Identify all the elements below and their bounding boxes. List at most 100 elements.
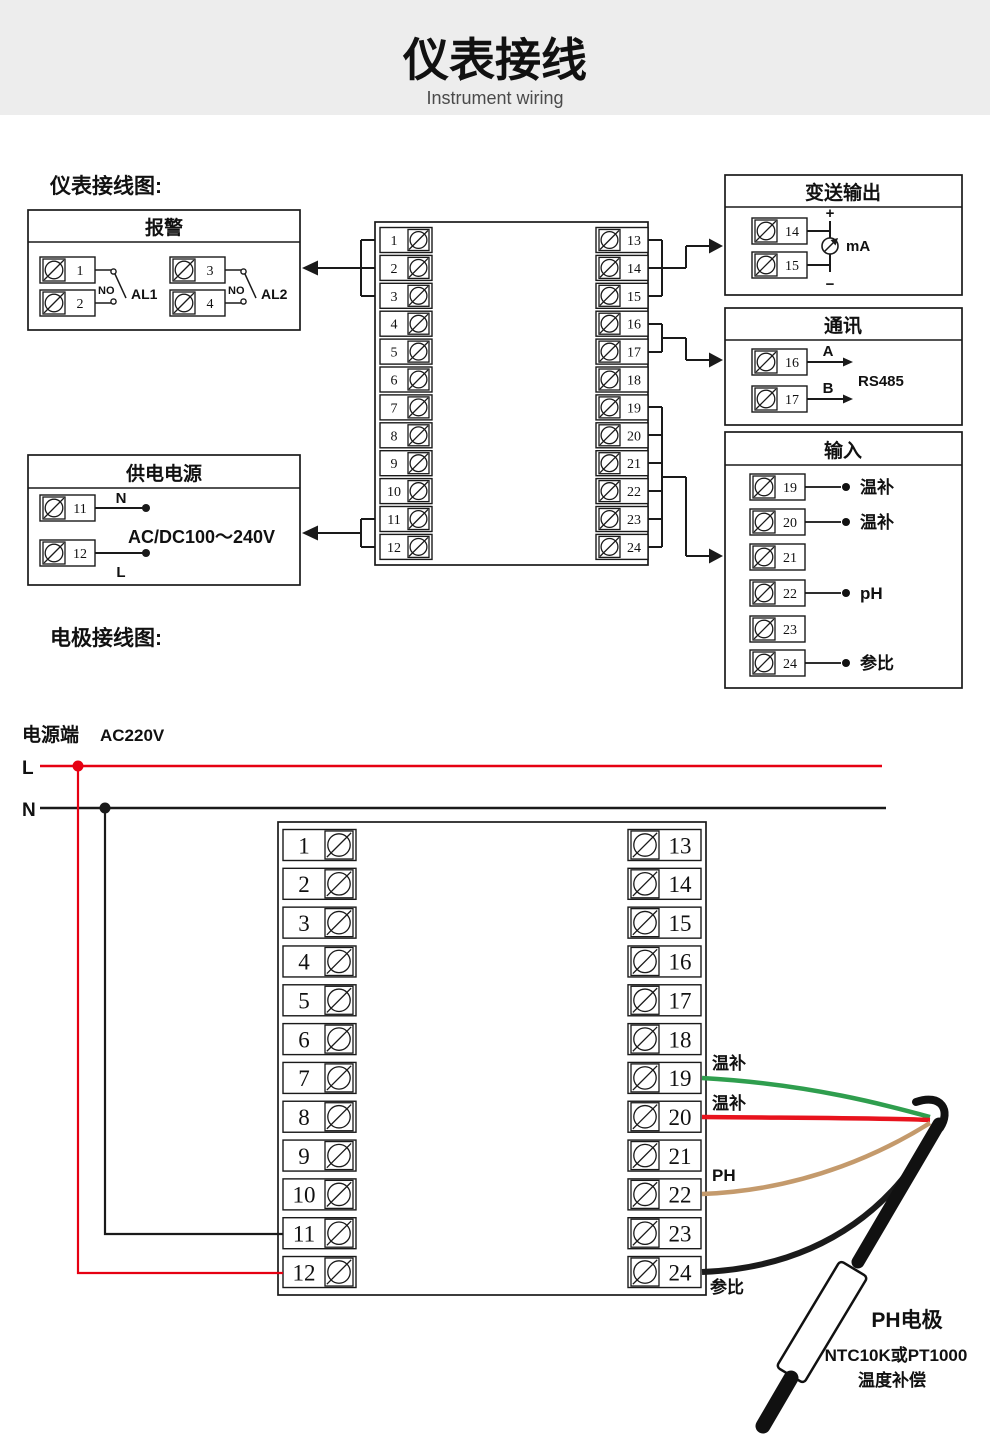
screw-slot-icon: [599, 481, 620, 502]
screw-head-icon: [633, 833, 657, 857]
terminal-6: 6: [282, 1022, 357, 1056]
screw-slot-icon: [753, 511, 775, 533]
wire-end-dot: [842, 518, 850, 526]
terminal-19: 19: [627, 1061, 702, 1095]
terminal-number: 8: [391, 429, 398, 444]
screw-head-icon: [409, 230, 428, 250]
terminal-19: 19: [749, 473, 806, 501]
terminal-number: 17: [669, 989, 692, 1014]
neutral-drop-wire: [103, 808, 283, 1236]
terminal-1: 1: [379, 226, 433, 254]
terminal-number: 23: [627, 513, 641, 528]
page-header: 仪表接线 Instrument wiring: [0, 0, 990, 115]
rs485-b-label: B: [823, 380, 834, 397]
screw-head-icon: [174, 293, 194, 313]
screw-slot-icon: [632, 1026, 658, 1052]
terminal-22: 22: [595, 477, 649, 505]
electrode-assembly: 温补 温补 PH 参比 PH电极 NTC10K或PT1000 温度补偿: [701, 1053, 967, 1434]
wire-label-22: PH: [712, 1166, 736, 1185]
input-terminal-label: 温补: [860, 512, 894, 532]
terminal-number: 6: [391, 374, 398, 389]
live-label: L: [116, 564, 125, 581]
screw-slot-icon: [599, 453, 620, 474]
terminal-11: 11: [379, 505, 433, 533]
terminal-8: 8: [282, 1100, 357, 1133]
terminal-16: 16: [751, 348, 808, 376]
input-terminal-label: 温补: [860, 477, 894, 497]
screw-head-icon: [327, 988, 351, 1013]
wire-end-dot: [842, 589, 850, 597]
terminal-12: 12: [282, 1255, 357, 1289]
terminal-number: 21: [783, 551, 797, 566]
screw-slot-icon: [599, 509, 620, 529]
electrode-cable: [851, 1117, 946, 1269]
terminal-23: 23: [749, 615, 806, 643]
terminal-number: 18: [669, 1027, 692, 1052]
screw-head-icon: [327, 1260, 351, 1284]
switch1-al1-label: AL1: [131, 286, 158, 302]
screw-head-icon: [409, 342, 428, 361]
screw-head-icon: [754, 512, 774, 532]
terminal-13: 13: [627, 828, 702, 862]
rs485-a-label: A: [823, 343, 834, 360]
screw-slot-icon: [599, 230, 620, 250]
screw-slot-icon: [599, 425, 620, 446]
wire-label-19: 温补: [712, 1053, 746, 1073]
terminal-8: 8: [379, 422, 433, 449]
screw-slot-icon: [632, 871, 658, 897]
terminal-22: 22: [749, 579, 806, 607]
screw-head-icon: [327, 1027, 351, 1051]
screw-slot-icon: [408, 453, 429, 474]
terminal-number: 14: [669, 872, 693, 897]
terminal-24: 24: [595, 533, 649, 561]
terminal-23: 23: [627, 1216, 702, 1250]
screw-slot-icon: [755, 388, 777, 410]
screw-head-icon: [756, 352, 776, 372]
screw-slot-icon: [632, 910, 658, 936]
screw-slot-icon: [632, 948, 658, 975]
meter-needle-arrowhead: [830, 238, 838, 246]
terminal-number: 2: [391, 262, 398, 277]
output-connector: [648, 239, 709, 297]
screw-head-icon: [633, 1143, 657, 1168]
terminal-number: 19: [627, 401, 641, 416]
terminal-number: 4: [207, 297, 214, 312]
wire-end-dot: [842, 483, 850, 491]
terminal-3: 3: [169, 256, 226, 284]
screw-head-icon: [633, 1260, 657, 1284]
screw-head-icon: [756, 255, 776, 275]
screw-head-icon: [327, 1182, 351, 1207]
screw-head-icon: [409, 370, 428, 389]
terminal-6: 6: [379, 366, 433, 393]
screw-head-icon: [600, 314, 619, 333]
power-arrowhead: [302, 525, 318, 541]
switch-blade-icon: [244, 273, 257, 299]
section-label-instrument: 仪表接线图:: [49, 174, 162, 198]
screw-head-icon: [754, 583, 774, 603]
screw-slot-icon: [43, 497, 65, 519]
screw-head-icon: [327, 871, 351, 896]
screw-slot-icon: [326, 832, 352, 858]
terminal-24: 24: [749, 649, 806, 677]
terminal-number: 1: [77, 264, 84, 279]
terminal-15: 15: [751, 251, 808, 279]
screw-slot-icon: [408, 285, 429, 306]
terminal-number: 22: [783, 587, 797, 602]
section-label-electrode: 电极接线图:: [50, 626, 162, 650]
terminal-number: 8: [298, 1105, 310, 1130]
terminal-number: 24: [669, 1260, 693, 1285]
screw-head-icon: [327, 1104, 351, 1129]
terminal-number: 15: [669, 911, 692, 936]
terminal-number: 7: [298, 1066, 310, 1091]
terminal-number: 12: [387, 541, 401, 556]
terminal-17: 17: [595, 338, 649, 365]
neutral-line-label: N: [22, 800, 36, 821]
terminal-10: 10: [379, 477, 433, 505]
plus-label: +: [826, 205, 835, 222]
terminal-number: 22: [627, 485, 641, 500]
